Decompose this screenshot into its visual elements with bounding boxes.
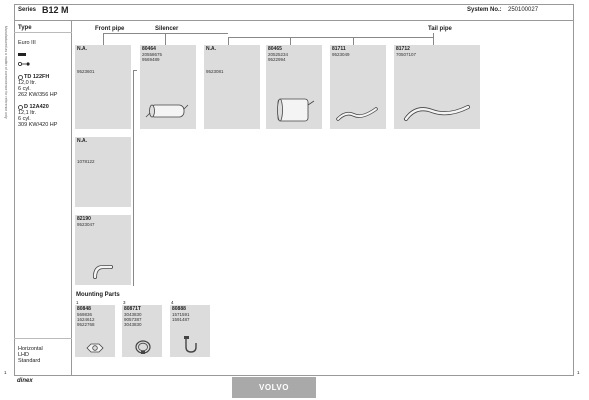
part-card[interactable]: 80465 20525234 9522994: [266, 45, 322, 129]
oem-number: 9522994: [268, 57, 286, 62]
oem-number: 3043830: [124, 312, 142, 317]
part-code: 80465: [268, 46, 282, 52]
type-title: Type: [18, 25, 32, 31]
part-code: N.A.: [77, 46, 87, 52]
connector-line: [228, 37, 433, 38]
engine-1-cylinders: 6 cyl.: [18, 86, 31, 92]
flag-icon: [18, 53, 26, 56]
part-code: 82190: [77, 216, 91, 222]
connector-line: [165, 33, 166, 45]
header-row: [14, 4, 574, 21]
part-code: N.A.: [77, 138, 87, 144]
part-code: N.A.: [206, 46, 216, 52]
part-card[interactable]: N.A. 9523081: [204, 45, 260, 129]
oem-number: 9569489: [142, 57, 160, 62]
part-card[interactable]: N.A. 1078122: [75, 137, 131, 207]
mounting-orientation: Horizontal: [18, 346, 43, 352]
part-code: 80888: [172, 306, 186, 312]
connector-line: [353, 37, 354, 45]
mounting-part-card[interactable]: 80871T 3043830 9057387 3043830: [122, 305, 162, 357]
drive-side: LHD: [18, 352, 30, 358]
engine-1-displacement: 12,0 ltr.: [18, 80, 37, 86]
variant: Standard: [18, 358, 41, 364]
oem-number: 1624612: [77, 317, 95, 322]
engine-2-cylinders: 6 cyl.: [18, 116, 31, 122]
oem-number: 569836: [77, 312, 93, 317]
engine-2-code: D 12A420: [24, 104, 49, 110]
silencer-drawing-icon: [277, 98, 315, 122]
part-code: 80464: [142, 46, 156, 52]
silencer-drawing-icon: [145, 104, 189, 118]
oem-number: 20558675: [142, 52, 163, 57]
type-column: [14, 21, 72, 376]
oem-number: 9057387: [124, 317, 142, 322]
part-card[interactable]: N.A. 9523601: [75, 45, 131, 129]
oem-number: 9523047: [77, 222, 95, 227]
tail-pipe-drawing-icon: [336, 107, 378, 121]
mounting-item-number: 3: [123, 300, 126, 305]
connector-line: [133, 70, 137, 286]
oem-number: 9523081: [206, 69, 224, 74]
engine-1-code: TD 122FH: [24, 74, 50, 80]
tail-pipe-drawing-icon: [404, 105, 470, 121]
engine-icon: [18, 75, 23, 80]
front-pipe-header: Front pipe: [95, 26, 125, 32]
sheet-frame: [14, 4, 574, 376]
mounting-part-card[interactable]: 80888 1571591 1591487: [170, 305, 210, 357]
oem-number: 3043830: [124, 322, 142, 327]
part-card[interactable]: 81711 9523049: [330, 45, 386, 129]
wheel-config-icon: [17, 61, 30, 67]
oem-number: 20525234: [268, 52, 289, 57]
oem-number: 9523049: [332, 52, 350, 57]
connector-line: [433, 33, 434, 45]
series-label: Series: [18, 7, 37, 13]
mounting-part-card[interactable]: 80848 569836 1624612 9522768: [75, 305, 115, 357]
page-number-right: 1: [577, 370, 580, 375]
system-number-value: 250100027: [508, 7, 539, 13]
part-code: 81712: [396, 46, 410, 52]
tail-pipe-header: Tail pipe: [428, 26, 452, 32]
series-value: B12 M: [42, 5, 69, 15]
brand-logo: dinex: [17, 378, 33, 384]
type-divider: [14, 32, 72, 33]
bracket-icon: [184, 336, 197, 353]
part-card[interactable]: 81712 70507107: [394, 45, 480, 129]
part-card[interactable]: 80464 20558675 9569489: [140, 45, 196, 129]
part-card[interactable]: 82190 9523047: [75, 215, 131, 285]
part-code: 80848: [77, 306, 91, 312]
part-code: 81711: [332, 46, 346, 52]
mounting-item-number: 1: [76, 300, 79, 305]
part-code: 80871T: [124, 306, 141, 312]
oem-number: 9522768: [77, 322, 95, 327]
vehicle-brand-bar: VOLVO: [232, 377, 316, 398]
page-number-left: 1: [4, 370, 7, 375]
engine-2-power: 309 KW/420 HP: [18, 122, 58, 128]
connector-line: [103, 33, 104, 45]
gasket-icon: [86, 343, 104, 353]
silencer-header: Silencer: [155, 26, 179, 32]
oem-number: 1571591: [172, 312, 190, 317]
euro-class: Euro III: [18, 40, 36, 46]
engine-icon: [18, 105, 23, 110]
engine-1-power: 262 KW/356 HP: [18, 92, 58, 98]
type-bottom-divider: [14, 338, 72, 339]
oem-number: 70507107: [396, 52, 417, 57]
mounting-item-number: 4: [171, 300, 174, 305]
connector-line: [228, 37, 229, 45]
oem-number: 1078122: [77, 159, 95, 164]
side-disclaimer: Manufactured as a matter of convenience …: [4, 26, 8, 119]
connector-line: [290, 37, 291, 45]
clamp-icon: [135, 340, 151, 354]
mounting-parts-title: Mounting Parts: [76, 292, 120, 298]
system-number-label: System No.:: [467, 7, 502, 13]
oem-number: 9523601: [77, 69, 95, 74]
oem-number: 1591487: [172, 317, 190, 322]
front-pipe-drawing-icon: [93, 265, 113, 279]
engine-2-displacement: 12,1 ltr.: [18, 110, 37, 116]
